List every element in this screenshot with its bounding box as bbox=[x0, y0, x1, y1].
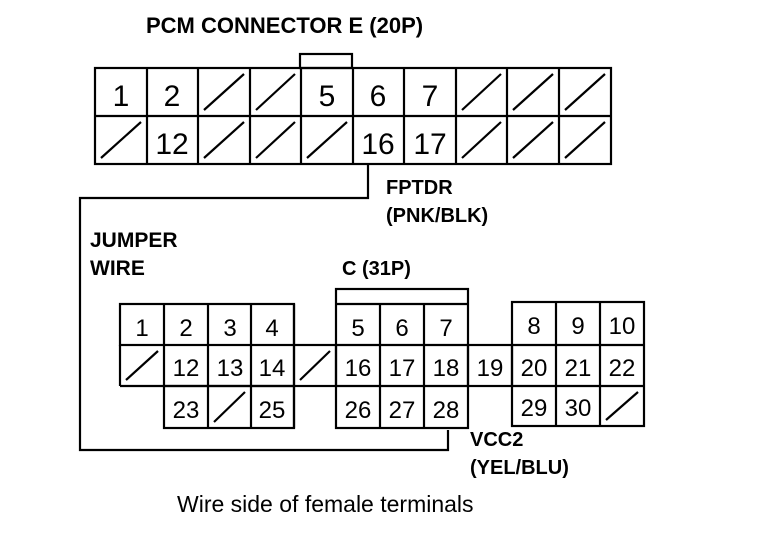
pin-c-27: 27 bbox=[389, 397, 416, 424]
pin-c-14: 14 bbox=[259, 355, 286, 382]
caption: Wire side of female terminals bbox=[177, 491, 474, 517]
connector-e-lock-tab bbox=[298, 52, 354, 70]
pin-c-7: 7 bbox=[439, 315, 452, 342]
pin-c-5: 5 bbox=[351, 315, 364, 342]
pin-c-20: 20 bbox=[521, 355, 548, 382]
pin-c-8: 8 bbox=[527, 313, 540, 340]
jumper-label-2: WIRE bbox=[90, 257, 145, 280]
diagram-title: PCM CONNECTOR E (20P) bbox=[146, 13, 423, 38]
pin-c-22: 22 bbox=[609, 355, 636, 382]
fptdr-label: FPTDR bbox=[386, 177, 453, 199]
connector-c-right bbox=[510, 300, 646, 428]
pin-c-30: 30 bbox=[565, 395, 592, 422]
pin-c-13: 13 bbox=[217, 355, 244, 382]
pin-c-18: 18 bbox=[433, 355, 460, 382]
connector-c-title: C (31P) bbox=[342, 258, 411, 280]
vcc2-label: VCC2 bbox=[470, 429, 523, 451]
pin-c-1: 1 bbox=[135, 315, 148, 342]
pin-e-12: 12 bbox=[155, 128, 188, 161]
pin-c-9: 9 bbox=[571, 313, 584, 340]
pin-e-2: 2 bbox=[164, 80, 181, 113]
pin-e-6: 6 bbox=[370, 80, 387, 113]
pin-c-3: 3 bbox=[223, 315, 236, 342]
pin-e-7: 7 bbox=[422, 80, 439, 113]
jumper-wire-line bbox=[78, 164, 450, 452]
pin-e-5: 5 bbox=[319, 80, 336, 113]
pin-c-25: 25 bbox=[259, 397, 286, 424]
pin-c-6: 6 bbox=[395, 315, 408, 342]
jumper-label-1: JUMPER bbox=[90, 229, 178, 252]
pin-c-4: 4 bbox=[265, 315, 278, 342]
pin-c-17: 17 bbox=[389, 355, 416, 382]
pin-c-26: 26 bbox=[345, 397, 372, 424]
pin-c-23: 23 bbox=[173, 397, 200, 424]
pin-c-28: 28 bbox=[433, 397, 460, 424]
pin-c-21: 21 bbox=[565, 355, 592, 382]
pin-c-16: 16 bbox=[345, 355, 372, 382]
pin-c-2: 2 bbox=[179, 315, 192, 342]
fptdr-color: (PNK/BLK) bbox=[386, 205, 488, 227]
pin-e-17: 17 bbox=[413, 128, 446, 161]
vcc2-color: (YEL/BLU) bbox=[470, 457, 569, 479]
pin-c-10: 10 bbox=[609, 313, 636, 340]
pin-c-12: 12 bbox=[173, 355, 200, 382]
pin-c-19: 19 bbox=[477, 355, 504, 382]
pin-e-16: 16 bbox=[361, 128, 394, 161]
pin-c-29: 29 bbox=[521, 395, 548, 422]
pin-e-1: 1 bbox=[113, 80, 130, 113]
